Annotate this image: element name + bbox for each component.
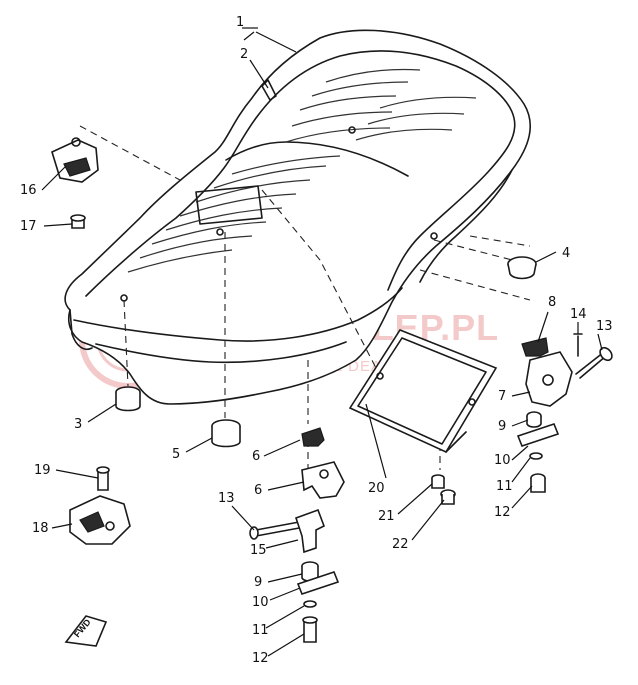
- part-12-bolt-right: [530, 473, 546, 493]
- part-19-screw: [96, 466, 110, 491]
- seat-outline: [64, 29, 532, 405]
- part-9-collar-right: [526, 411, 542, 428]
- part-13-bolt-right: [575, 346, 613, 379]
- part-2-seat-hook: [261, 79, 277, 101]
- callout-9-right: 9: [498, 419, 506, 434]
- callout-9-left: 9: [254, 575, 262, 590]
- seat-tail-fold: [419, 169, 513, 283]
- callout-3: 3: [74, 417, 82, 432]
- part-11-washer-left: [303, 600, 317, 608]
- callout-11-left: 11: [252, 623, 269, 638]
- callout-12-right: 12: [494, 505, 511, 520]
- rider-pleats: [127, 155, 341, 273]
- part-8-bushing-upper: [521, 337, 549, 357]
- part-5-damper: [211, 419, 241, 448]
- callout-15: 15: [250, 543, 267, 558]
- part-10-plate-left: [296, 571, 340, 595]
- callout-10-right: 10: [494, 453, 511, 468]
- callout-6-lower: 6: [254, 483, 262, 498]
- forward-arrow: FWD: [64, 615, 108, 647]
- callout-10-left: 10: [252, 595, 269, 610]
- part-17-screw: [70, 214, 86, 229]
- part-8-bushing-lower: [301, 427, 325, 447]
- callout-17: 17: [20, 219, 37, 234]
- seat-front-lip: [69, 309, 93, 350]
- part-4-grommet: [507, 256, 537, 280]
- callout-21: 21: [378, 509, 395, 524]
- part-6-bracket: [301, 461, 345, 499]
- part-20-tray: [348, 329, 498, 454]
- callout-7: 7: [498, 389, 506, 404]
- callout-16: 16: [20, 183, 37, 198]
- callout-11-right: 11: [496, 479, 513, 494]
- callout-14: 14: [570, 307, 587, 322]
- callout-13-left: 13: [218, 491, 235, 506]
- part-21-collar: [431, 474, 445, 489]
- callout-22: 22: [392, 537, 409, 552]
- seat-pan-hole-3: [430, 232, 438, 240]
- callout-5: 5: [172, 447, 180, 462]
- seat-skirt-line: [73, 287, 403, 342]
- part-14-pin: [573, 333, 583, 357]
- callout-numbers: 1 2 3 4 5 6 6 7 8 8 9 9 10 10 11 11 12 1…: [20, 15, 613, 666]
- part-11-washer-right: [529, 452, 543, 460]
- seat-pan-hole-1: [216, 228, 224, 236]
- callout-2: 2: [240, 47, 248, 62]
- seat-skirt-lower: [95, 341, 347, 364]
- part-18-lock: [69, 495, 131, 545]
- part-15-bracket: [294, 508, 326, 554]
- seat-step: [225, 141, 409, 177]
- part-12-bolt-left: [302, 616, 318, 643]
- part-16-seat-lock: [51, 137, 99, 183]
- callout-12-left: 12: [252, 651, 269, 666]
- part-3-damper: [115, 386, 141, 412]
- passenger-pleats: [285, 68, 477, 143]
- seat-pan-hole-2: [348, 126, 356, 134]
- part-10-plate-right: [516, 423, 560, 447]
- callout-18: 18: [32, 521, 49, 536]
- seat-pan-outline: [195, 185, 263, 225]
- leader-lines: [41, 27, 603, 657]
- callout-8-right: 8: [548, 295, 556, 310]
- callout-19: 19: [34, 463, 51, 478]
- callout-13-right: 13: [596, 319, 613, 334]
- callout-20: 20: [368, 481, 385, 496]
- callout-4: 4: [562, 246, 570, 261]
- callout-6-upper: 6: [252, 449, 260, 464]
- part-22-screw: [440, 489, 456, 505]
- callout-1: 1: [236, 15, 244, 30]
- seat-assembly: [64, 29, 532, 405]
- part-7-rear-bracket: [525, 351, 573, 407]
